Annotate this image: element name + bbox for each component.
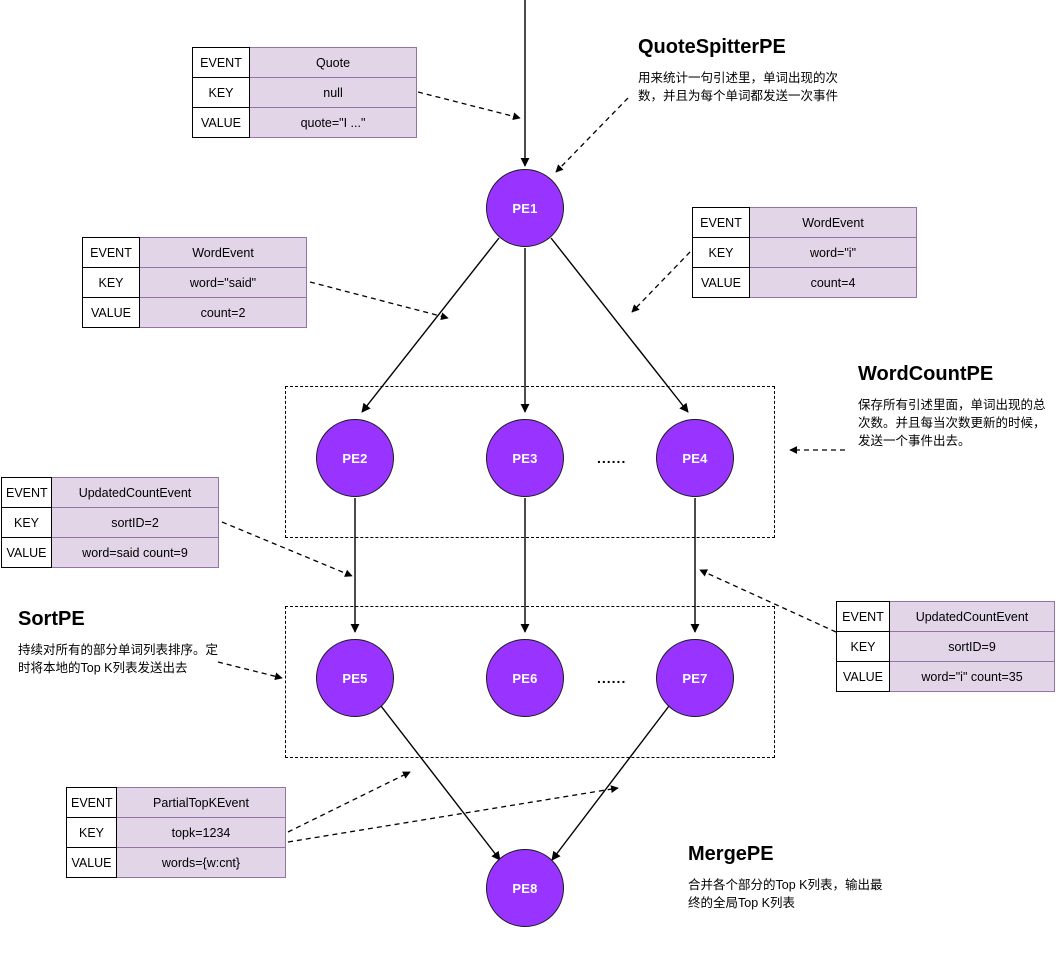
- ellipsis-wordcount: ......: [597, 450, 627, 466]
- pe-node-pe5[interactable]: PE5: [316, 639, 394, 717]
- cell-value-value: words={w:cnt}: [116, 847, 286, 878]
- table-row: VALUE word=said count=9: [1, 537, 219, 568]
- cell-value-value: count=4: [749, 267, 917, 298]
- row-label-key: KEY: [82, 267, 140, 298]
- connector-partialtopk-b: [287, 785, 619, 843]
- row-label-event: EVENT: [66, 787, 117, 818]
- row-label-event: EVENT: [192, 47, 250, 78]
- cell-event-name: PartialTopKEvent: [116, 787, 286, 818]
- table-row: VALUE quote="I ...": [192, 107, 417, 138]
- stage-description-quote-spitter: 用来统计一句引述里，单词出现的次数，并且为每个单词都发送一次事件: [638, 71, 839, 104]
- row-label-value: VALUE: [192, 107, 250, 138]
- connector-quotespitter-note: [555, 97, 629, 173]
- pe-node-label: PE8: [512, 880, 538, 896]
- row-label-key: KEY: [692, 237, 750, 268]
- row-label-event: EVENT: [692, 207, 750, 238]
- pe-node-pe3[interactable]: PE3: [486, 419, 564, 497]
- event-table-partial-topk: EVENT PartialTopKEvent KEY topk=1234 VAL…: [66, 787, 286, 878]
- pe-node-pe7[interactable]: PE7: [656, 639, 734, 717]
- ellipsis-sort: ......: [597, 670, 627, 686]
- annotation-word-count: WordCountPE 保存所有引述里面，单词出现的总次数。并且每当次数更新的时…: [858, 363, 1056, 450]
- annotation-quote-spitter: QuoteSpitterPE 用来统计一句引述里，单词出现的次数，并且为每个单词…: [638, 36, 848, 105]
- row-label-value: VALUE: [692, 267, 750, 298]
- table-row: EVENT WordEvent: [82, 237, 307, 268]
- group-box-wordcount: [285, 386, 775, 538]
- row-label-key: KEY: [836, 631, 890, 662]
- cell-key-value: word="i": [749, 237, 917, 268]
- connector-sort-note: [217, 661, 283, 681]
- pe-node-pe4[interactable]: PE4: [656, 419, 734, 497]
- pe-node-label: PE7: [682, 670, 708, 686]
- row-label-key: KEY: [66, 817, 117, 848]
- pe-node-pe8[interactable]: PE8: [486, 849, 564, 927]
- row-label-value: VALUE: [66, 847, 117, 878]
- stage-title-sort: SortPE: [18, 608, 85, 630]
- table-row: KEY sortID=2: [1, 507, 219, 538]
- table-row: EVENT UpdatedCountEvent: [836, 601, 1055, 632]
- cell-key-value: sortID=9: [889, 631, 1055, 662]
- event-table-quote-event: EVENT Quote KEY null VALUE quote="I ...": [192, 47, 417, 138]
- table-row: EVENT UpdatedCountEvent: [1, 477, 219, 508]
- row-label-event: EVENT: [836, 601, 890, 632]
- cell-event-name: Quote: [249, 47, 417, 78]
- cell-value-value: quote="I ...": [249, 107, 417, 138]
- stage-title-word-count: WordCountPE: [858, 363, 994, 385]
- table-row: KEY word="i": [692, 237, 917, 268]
- cell-event-name: UpdatedCountEvent: [51, 477, 219, 508]
- cell-value-value: word="i" count=35: [889, 661, 1055, 692]
- table-row: KEY word="said": [82, 267, 307, 298]
- stage-description-merge: 合并各个部分的Top K列表，输出最终的全局Top K列表: [688, 878, 883, 911]
- table-row: EVENT WordEvent: [692, 207, 917, 238]
- table-row: EVENT PartialTopKEvent: [66, 787, 286, 818]
- cell-key-value: topk=1234: [116, 817, 286, 848]
- event-table-word-event-said: EVENT WordEvent KEY word="said" VALUE co…: [82, 237, 307, 328]
- row-label-key: KEY: [1, 507, 52, 538]
- cell-event-name: WordEvent: [749, 207, 917, 238]
- pe-node-pe6[interactable]: PE6: [486, 639, 564, 717]
- stage-description-sort: 持续对所有的部分单词列表排序。定时将本地的Top K列表发送出去: [18, 643, 219, 676]
- annotation-sort: SortPE 持续对所有的部分单词列表排序。定时将本地的Top K列表发送出去: [18, 608, 223, 677]
- group-box-sort: [285, 606, 775, 758]
- pe-node-label: PE2: [342, 450, 368, 466]
- row-label-value: VALUE: [82, 297, 140, 328]
- pe-node-pe2[interactable]: PE2: [316, 419, 394, 497]
- row-label-value: VALUE: [1, 537, 52, 568]
- table-row: EVENT Quote: [192, 47, 417, 78]
- event-table-updated-count-said: EVENT UpdatedCountEvent KEY sortID=2 VAL…: [1, 477, 219, 568]
- connector-partialtopk-a: [287, 771, 411, 833]
- cell-event-name: WordEvent: [139, 237, 307, 268]
- stage-description-word-count: 保存所有引述里面，单词出现的总次数。并且每当次数更新的时候，发送一个事件出去。: [858, 398, 1046, 449]
- cell-value-value: word=said count=9: [51, 537, 219, 568]
- pe-node-label: PE3: [512, 450, 538, 466]
- row-label-value: VALUE: [836, 661, 890, 692]
- event-table-word-event-i: EVENT WordEvent KEY word="i" VALUE count…: [692, 207, 917, 298]
- stage-title-merge: MergePE: [688, 843, 774, 865]
- cell-value-value: count=2: [139, 297, 307, 328]
- pe-node-label: PE4: [682, 450, 708, 466]
- table-row: KEY null: [192, 77, 417, 108]
- pe-node-label: PE1: [512, 200, 538, 216]
- row-label-event: EVENT: [82, 237, 140, 268]
- row-label-key: KEY: [192, 77, 250, 108]
- connector-quote-event: [417, 91, 521, 121]
- cell-event-name: UpdatedCountEvent: [889, 601, 1055, 632]
- cell-key-value: sortID=2: [51, 507, 219, 538]
- cell-key-value: word="said": [139, 267, 307, 298]
- event-table-updated-count-i: EVENT UpdatedCountEvent KEY sortID=9 VAL…: [836, 601, 1055, 692]
- table-row: VALUE word="i" count=35: [836, 661, 1055, 692]
- table-row: KEY topk=1234: [66, 817, 286, 848]
- cell-key-value: null: [249, 77, 417, 108]
- pe-node-label: PE5: [342, 670, 368, 686]
- table-row: VALUE count=2: [82, 297, 307, 328]
- pe-node-pe1[interactable]: PE1: [486, 169, 564, 247]
- connector-word-event-said: [309, 281, 449, 321]
- stage-title-quote-spitter: QuoteSpitterPE: [638, 36, 786, 58]
- table-row: VALUE count=4: [692, 267, 917, 298]
- row-label-event: EVENT: [1, 477, 52, 508]
- table-row: VALUE words={w:cnt}: [66, 847, 286, 878]
- table-row: KEY sortID=9: [836, 631, 1055, 662]
- annotation-merge: MergePE 合并各个部分的Top K列表，输出最终的全局Top K列表: [688, 843, 888, 912]
- pe-node-label: PE6: [512, 670, 538, 686]
- connector-word-event-i: [631, 251, 691, 313]
